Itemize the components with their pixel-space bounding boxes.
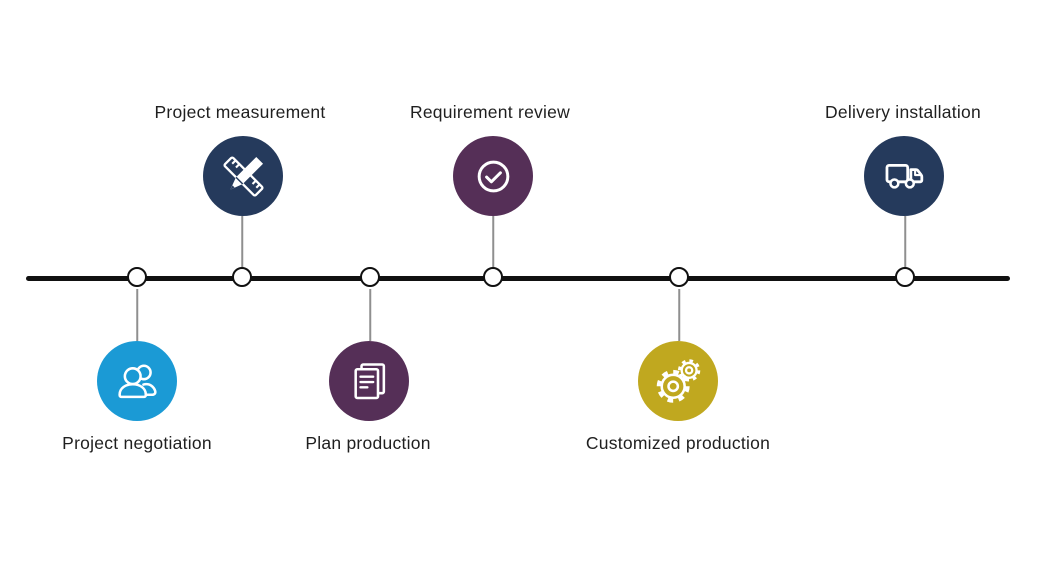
timeline-node <box>483 267 503 287</box>
step-label-requirement-review: Requirement review <box>409 102 571 122</box>
ruler-pencil-icon <box>222 155 264 197</box>
connector-line <box>904 216 906 268</box>
step-circle-project-measurement <box>203 136 283 216</box>
step-circle-delivery-installation <box>864 136 944 216</box>
step-label-plan-production: Plan production <box>305 433 431 453</box>
timeline-node <box>895 267 915 287</box>
connector-line <box>492 216 494 268</box>
step-circle-plan-production <box>329 341 409 421</box>
step-label-customized-production: Customized production <box>585 433 771 453</box>
timeline-node <box>669 267 689 287</box>
connector-line <box>678 289 680 341</box>
gears-icon <box>656 358 700 403</box>
step-label-delivery-installation: Delivery installation <box>824 102 982 122</box>
step-circle-project-negotiation <box>97 341 177 421</box>
connector-line <box>241 216 243 268</box>
people-icon <box>117 363 157 398</box>
step-circle-requirement-review <box>453 136 533 216</box>
truck-icon <box>885 163 923 189</box>
timeline-node <box>360 267 380 287</box>
check-circle-icon <box>477 160 509 192</box>
connector-line <box>369 289 371 341</box>
timeline-node <box>232 267 252 287</box>
step-circle-customized-production <box>638 341 718 421</box>
step-label-project-negotiation: Project negotiation <box>62 433 212 453</box>
step-label-project-measurement: Project measurement <box>154 102 326 122</box>
timeline-axis <box>26 276 1010 281</box>
connector-line <box>136 289 138 341</box>
timeline-node <box>127 267 147 287</box>
document-icon <box>353 362 385 399</box>
